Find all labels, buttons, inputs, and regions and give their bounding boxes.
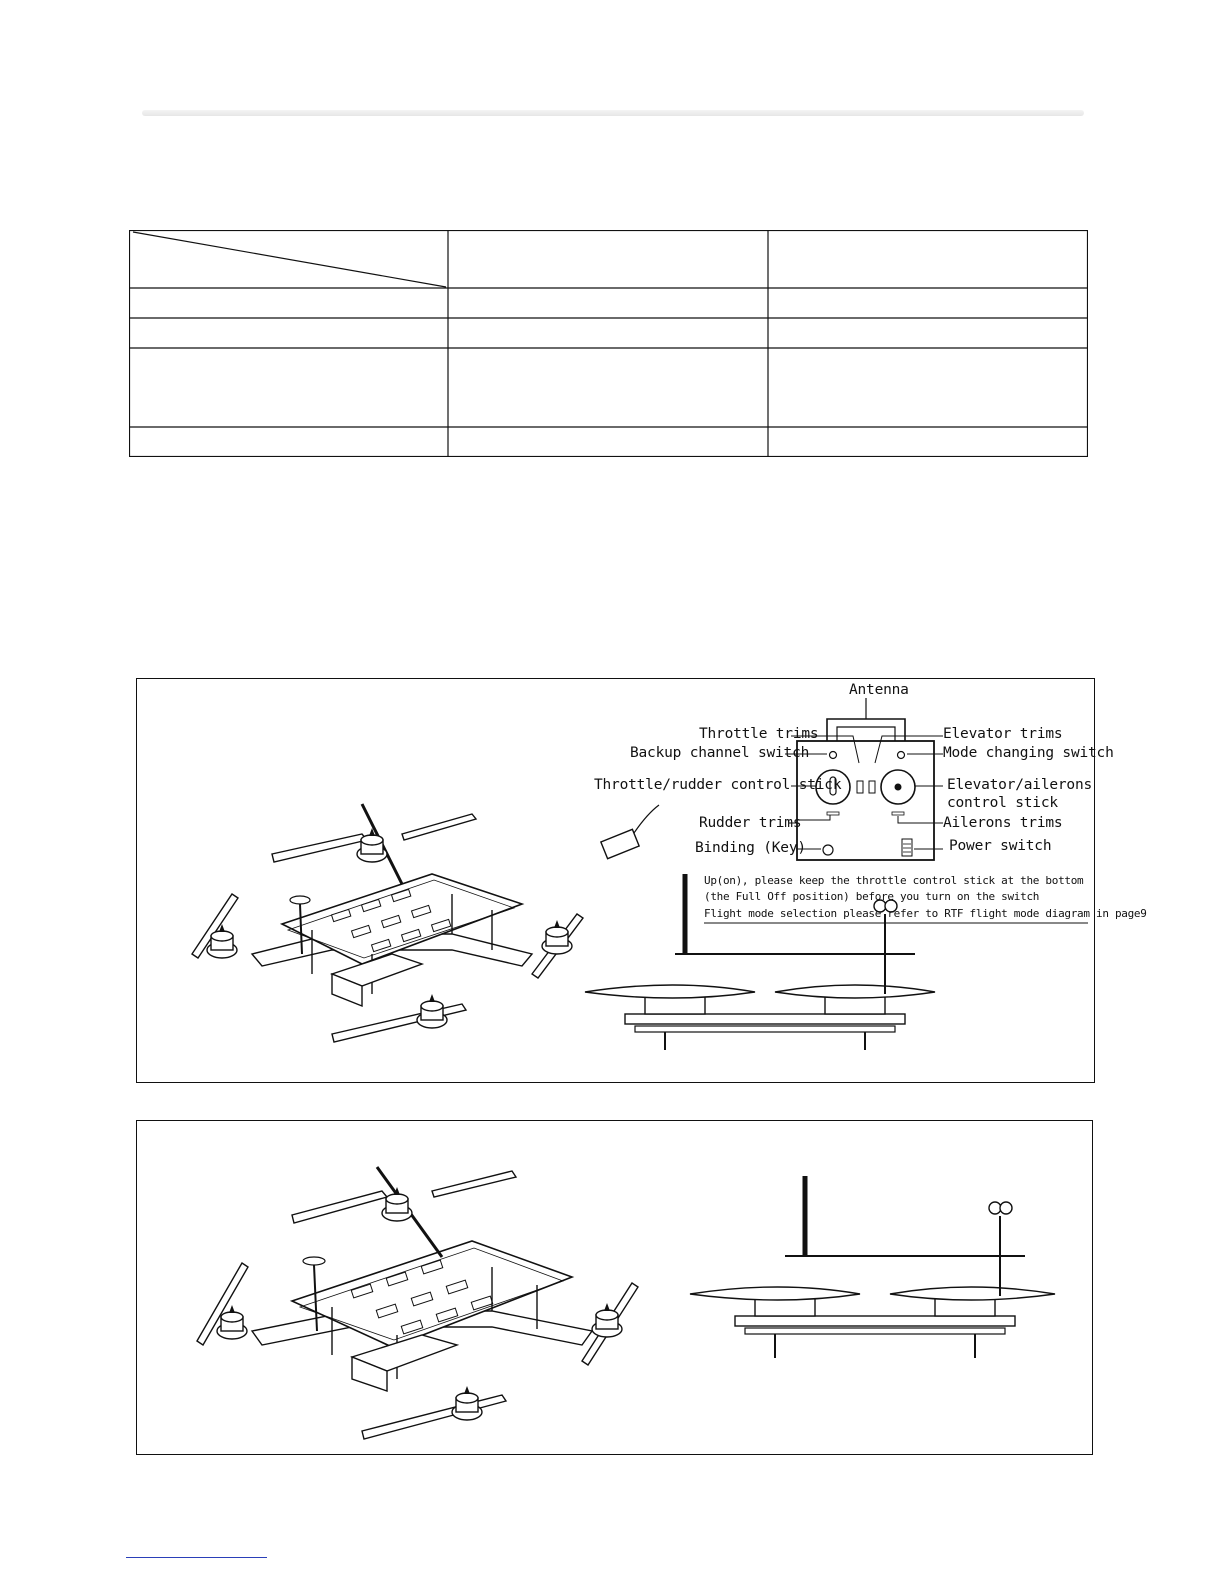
label-mode-changing-switch: Mode changing switch xyxy=(943,745,1114,761)
label-power-switch: Power switch xyxy=(949,838,1052,854)
receiver-icon xyxy=(599,804,660,860)
spec-table-grid xyxy=(129,230,1088,457)
leader-lines xyxy=(704,735,1088,924)
quadcopter-iso-icon-2 xyxy=(196,1166,639,1440)
rtf-drawings xyxy=(137,698,1088,1082)
label-rudder-trims: Rudder trims xyxy=(699,815,802,831)
note-line-3: Flight mode selection please refer to RT… xyxy=(704,907,1147,920)
footer-link-underline[interactable] xyxy=(126,1557,267,1558)
label-ailerons-trims: Ailerons trims xyxy=(943,815,1063,831)
label-throttle-rudder-stick: Throttle/rudder control stick xyxy=(594,777,842,793)
bnf-panel xyxy=(136,1120,1093,1455)
quadcopter-side-icon-2 xyxy=(689,1176,1056,1358)
rtf-panel: Antenna Throttle trims Elevator trims Ba… xyxy=(136,678,1147,1083)
label-binding-key: Binding (Key) xyxy=(695,840,806,856)
note-line-1: Up(on), please keep the throttle control… xyxy=(704,874,1084,887)
label-elevator-ailerons-stick-line1: Elevator/ailerons xyxy=(947,777,1093,793)
label-elevator-trims: Elevator trims xyxy=(943,726,1063,742)
label-antenna: Antenna xyxy=(849,682,909,698)
note-line-2: (the Full Off position) before you turn … xyxy=(704,890,1040,903)
header-rule xyxy=(142,110,1084,116)
transmitter-icon xyxy=(796,698,935,861)
label-backup-channel-switch: Backup channel switch xyxy=(630,745,810,761)
quadcopter-iso-icon xyxy=(192,804,583,1042)
label-elevator-ailerons-stick-line2: control stick xyxy=(947,795,1058,811)
spec-table xyxy=(129,230,1088,457)
diagonal-header-line xyxy=(132,231,447,288)
label-throttle-trims: Throttle trims xyxy=(699,726,819,742)
bnf-drawings xyxy=(196,1166,1056,1440)
